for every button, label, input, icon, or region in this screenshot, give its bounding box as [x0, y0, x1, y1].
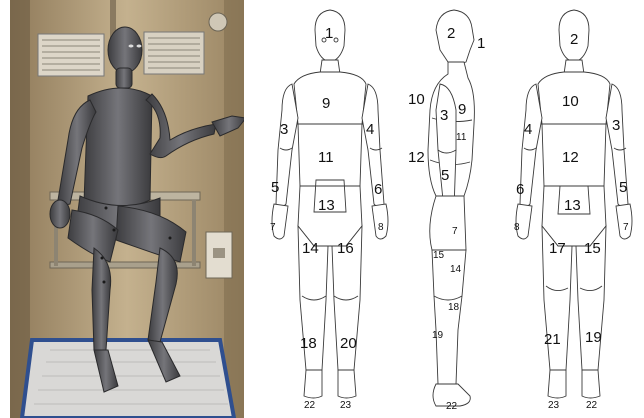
front-label-foot-l: 23 — [340, 400, 352, 411]
front-label-forearm-r: 5 — [271, 179, 279, 196]
back-label-foot-r: 22 — [586, 400, 598, 411]
side-label-shin: 19 — [432, 330, 444, 341]
side-label-buttock: 15 — [433, 250, 445, 261]
front-label-thigh-l: 16 — [337, 240, 354, 257]
side-label-back: 10 — [408, 91, 425, 108]
front-label-chest: 9 — [322, 95, 330, 112]
segment-diagram: 1 9 3 4 11 5 6 7 8 13 14 16 18 20 22 23 … — [256, 0, 644, 418]
front-label-pelvis: 13 — [318, 197, 335, 214]
back-label-hand-r: 7 — [623, 222, 629, 233]
back-label-upper-arm-r: 3 — [612, 117, 620, 134]
back-label-upper-arm-l: 4 — [524, 121, 532, 138]
back-label-pelvis: 13 — [564, 197, 581, 214]
back-label-foot-l: 23 — [548, 400, 560, 411]
back-label-head: 2 — [570, 31, 578, 48]
front-label-shin-r: 18 — [300, 335, 317, 352]
back-view: 2 10 4 3 12 6 5 8 7 13 17 15 21 19 23 22 — [514, 10, 632, 411]
back-label-upper-back: 10 — [562, 93, 579, 110]
side-label-upper-arm: 3 — [440, 107, 448, 124]
side-label-face: 1 — [477, 35, 485, 52]
back-label-calf-l: 21 — [544, 331, 561, 348]
front-label-forearm-l: 6 — [374, 181, 382, 198]
side-view: 2 1 10 9 3 11 12 5 7 15 14 18 19 22 — [408, 10, 485, 412]
front-label-head: 1 — [325, 25, 333, 42]
side-label-knee: 18 — [448, 302, 460, 313]
back-label-forearm-r: 5 — [619, 179, 627, 196]
side-label-forearm: 5 — [441, 167, 449, 184]
manikin-photo — [10, 0, 244, 418]
side-label-thigh: 14 — [450, 264, 462, 275]
front-label-upper-arm-l: 4 — [366, 121, 374, 138]
front-view: 1 9 3 4 11 5 6 7 8 13 14 16 18 20 22 23 — [270, 10, 388, 411]
side-label-lower-back: 12 — [408, 149, 425, 166]
front-label-foot-r: 22 — [304, 400, 316, 411]
side-label-foot: 22 — [446, 401, 458, 412]
side-label-head: 2 — [447, 25, 455, 42]
side-label-chest: 9 — [458, 101, 466, 118]
back-label-lower-back: 12 — [562, 149, 579, 166]
back-label-thigh-l: 17 — [549, 240, 566, 257]
back-label-forearm-l: 6 — [516, 181, 524, 198]
back-label-hand-l: 8 — [514, 222, 520, 233]
front-label-thigh-r: 14 — [302, 240, 319, 257]
front-label-shin-l: 20 — [340, 335, 357, 352]
front-label-hand-l: 8 — [378, 222, 384, 233]
front-label-upper-arm-r: 3 — [280, 121, 288, 138]
side-label-abdomen-front: 11 — [456, 132, 467, 143]
back-label-calf-r: 19 — [585, 329, 602, 346]
front-label-abdomen: 11 — [318, 149, 334, 166]
front-label-hand-r: 7 — [270, 222, 276, 233]
side-label-hand: 7 — [452, 226, 458, 237]
back-label-thigh-r: 15 — [584, 240, 601, 257]
